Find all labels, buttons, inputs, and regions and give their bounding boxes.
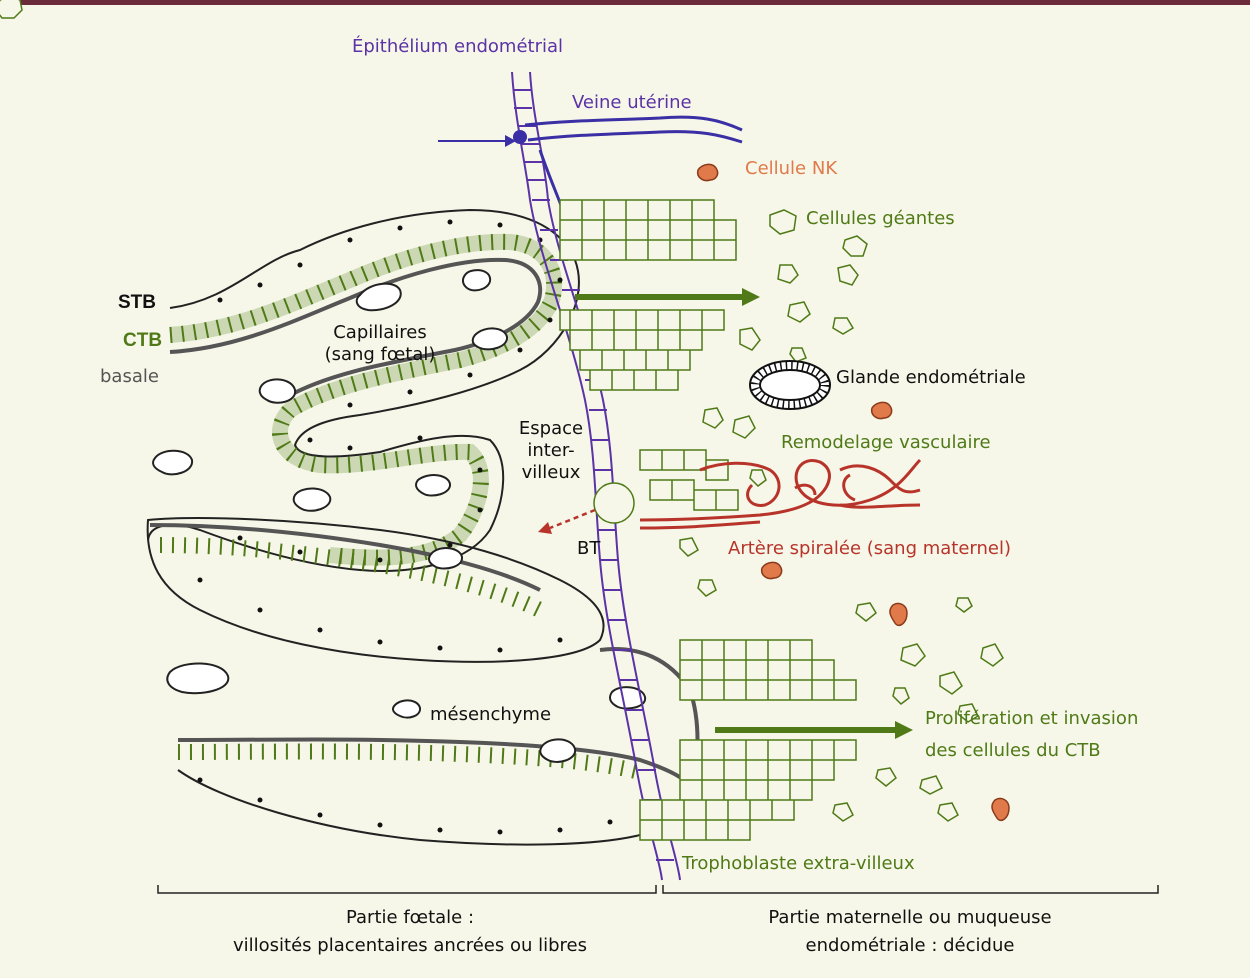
label-capillaries-line1: Capillaires [333, 322, 427, 343]
spiral-artery [639, 458, 922, 530]
nk-cells [696, 163, 1010, 822]
label-fetal-part: Partie fœtale : villosités placentaires … [200, 907, 620, 957]
upper-cell-mass [0, 0, 23, 19]
label-maternal-line2: endométriale : décidue [805, 935, 1015, 956]
vein-arrow [438, 130, 527, 147]
label-proliferation-line2: des cellules du CTB [925, 740, 1101, 761]
label-intervillous-space: Espace inter- villeux [516, 418, 586, 484]
label-basale: basale [100, 366, 159, 387]
invasion-arrow-lower [715, 721, 913, 739]
label-mesenchyme: mésenchyme [430, 704, 552, 725]
label-stb: STB [118, 292, 156, 313]
label-vascular-remodeling: Remodelage vasculaire [781, 432, 991, 453]
capillaries [152, 269, 647, 763]
endometrial-gland [749, 360, 831, 410]
upper-villus [147, 208, 580, 572]
label-fetal-line2: villosités placentaires ancrées ou libre… [233, 935, 587, 956]
giant-cells [679, 209, 1004, 822]
label-epithelium: Épithélium endométrial [352, 36, 564, 57]
label-capillaries: Capillaires (sang fœtal) [320, 322, 440, 366]
label-bt: BT [577, 538, 601, 559]
label-giant-cells: Cellules géantes [806, 208, 955, 229]
middle-villus [146, 517, 605, 663]
label-spiral-artery: Artère spiralée (sang maternel) [728, 538, 1012, 559]
label-proliferation: Prolifération et invasion des cellules d… [925, 708, 1138, 762]
label-extravillous-trophoblast: Trophoblaste extra-villeux [682, 853, 915, 874]
maternal-bracket [662, 885, 1159, 894]
label-capillaries-line2: (sang fœtal) [324, 344, 436, 365]
label-space-line3: villeux [521, 462, 581, 483]
label-maternal-line1: Partie maternelle ou muqueuse [768, 907, 1052, 928]
top-bar [0, 0, 1250, 5]
label-maternal-part: Partie maternelle ou muqueuse endométria… [740, 907, 1080, 957]
bt-arrow [538, 508, 596, 534]
label-space-line2: inter- [527, 440, 575, 461]
label-ctb: CTB [123, 330, 163, 351]
label-nk-cell: Cellule NK [745, 158, 838, 179]
invasion-arrow-upper [575, 288, 760, 306]
label-space-line1: Espace [518, 418, 584, 439]
label-fetal-line1: Partie fœtale : [345, 907, 475, 928]
villus-dots [197, 219, 613, 835]
label-proliferation-line1: Prolifération et invasion [925, 708, 1139, 729]
fetal-bracket [157, 885, 657, 894]
trophoblast-cells [559, 199, 857, 841]
label-gland: Glande endométriale [836, 367, 1026, 388]
label-vein: Veine utérine [572, 92, 692, 113]
